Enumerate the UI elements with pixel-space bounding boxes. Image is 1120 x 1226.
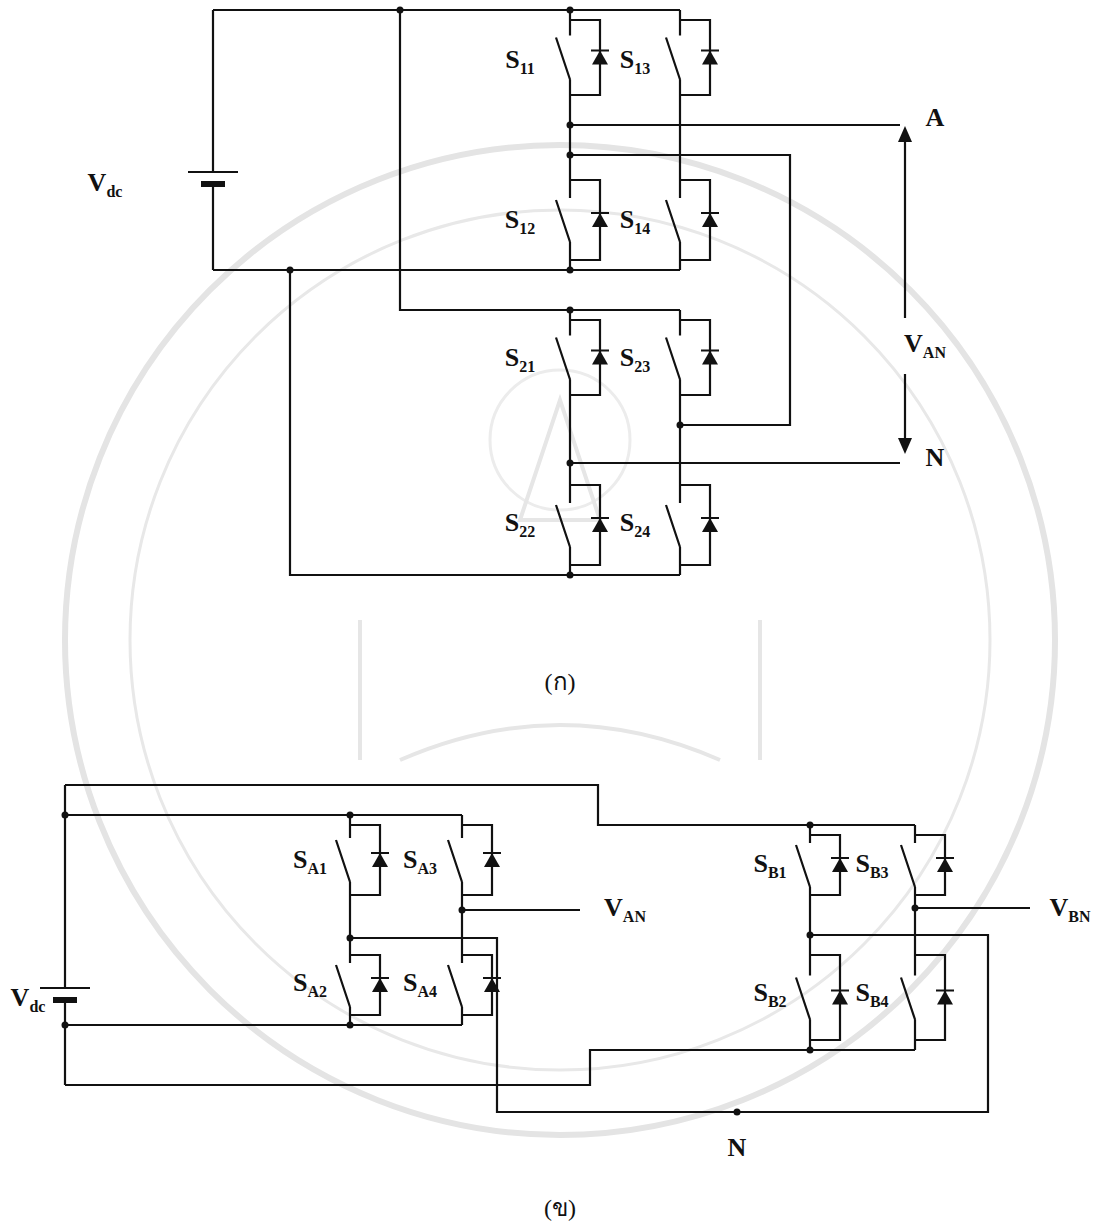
switch-name: SB2 [753, 980, 786, 1010]
junction-dot [347, 1022, 354, 1029]
switch-name: S23 [620, 345, 650, 375]
switch-name: SB4 [855, 980, 888, 1010]
voltage-name: Vdc [11, 985, 46, 1015]
junction-dot [912, 905, 919, 912]
junction-dot [567, 267, 574, 274]
junction-dot [567, 152, 574, 159]
switch-name: SA3 [403, 847, 437, 877]
switch-name: S24 [620, 510, 650, 540]
diode-symbol [702, 213, 718, 227]
diode-symbol [937, 858, 953, 872]
switch-name: S22 [505, 510, 535, 540]
junction-dot [807, 932, 814, 939]
switch-name: SA4 [403, 970, 437, 1000]
switch-name: SA1 [293, 847, 327, 877]
voltage-name: VAN [904, 331, 946, 361]
diode-symbol [372, 853, 388, 867]
junction-dot [347, 812, 354, 819]
diode-symbol [702, 518, 718, 532]
junction-dot [347, 935, 354, 942]
switch-name: S11 [505, 47, 535, 77]
diode-symbol [592, 518, 608, 532]
diode-symbol [484, 978, 500, 992]
switch-name: SA2 [293, 970, 327, 1000]
switch-name: S21 [505, 345, 535, 375]
diode-symbol [372, 978, 388, 992]
diode-symbol [898, 126, 912, 142]
junction-dot [459, 907, 466, 914]
junction-dot [807, 1047, 814, 1054]
diode-symbol [702, 351, 718, 365]
diode-symbol [702, 51, 718, 65]
diode-symbol [832, 858, 848, 872]
battery-plate [53, 997, 77, 1003]
diode-symbol [832, 991, 848, 1005]
voltage-name: Vdc [88, 170, 123, 200]
diode-symbol [592, 213, 608, 227]
junction-dot [567, 460, 574, 467]
switch-name: SB3 [855, 851, 888, 881]
switch-name: S12 [505, 207, 535, 237]
voltage-name: VBN [1049, 895, 1090, 925]
diode-symbol [937, 991, 953, 1005]
diode-symbol [592, 351, 608, 365]
junction-dot [287, 267, 294, 274]
terminal-name: N [926, 445, 945, 471]
switch-name: SB1 [753, 851, 786, 881]
figure-caption: (ก) [545, 670, 576, 694]
junction-dot [734, 1109, 741, 1116]
junction-dot [62, 1022, 69, 1029]
terminal-name: A [926, 105, 945, 131]
junction-dot [567, 307, 574, 314]
switch-name: S14 [620, 207, 650, 237]
junction-dot [62, 812, 69, 819]
junction-dot [567, 122, 574, 129]
junction-dot [567, 7, 574, 14]
diode-symbol [484, 853, 500, 867]
switch-name: S13 [620, 47, 650, 77]
junction-dot [397, 7, 404, 14]
diode-symbol [592, 51, 608, 65]
wire [40, 10, 1030, 1112]
junction-dot [567, 572, 574, 579]
terminal-name: N [728, 1135, 747, 1161]
diode-symbol [898, 438, 912, 454]
junction-dot [807, 822, 814, 829]
battery-plate [201, 181, 225, 187]
voltage-name: VAN [604, 895, 646, 925]
figure-caption: (ข) [544, 1196, 576, 1220]
junction-dot [677, 422, 684, 429]
